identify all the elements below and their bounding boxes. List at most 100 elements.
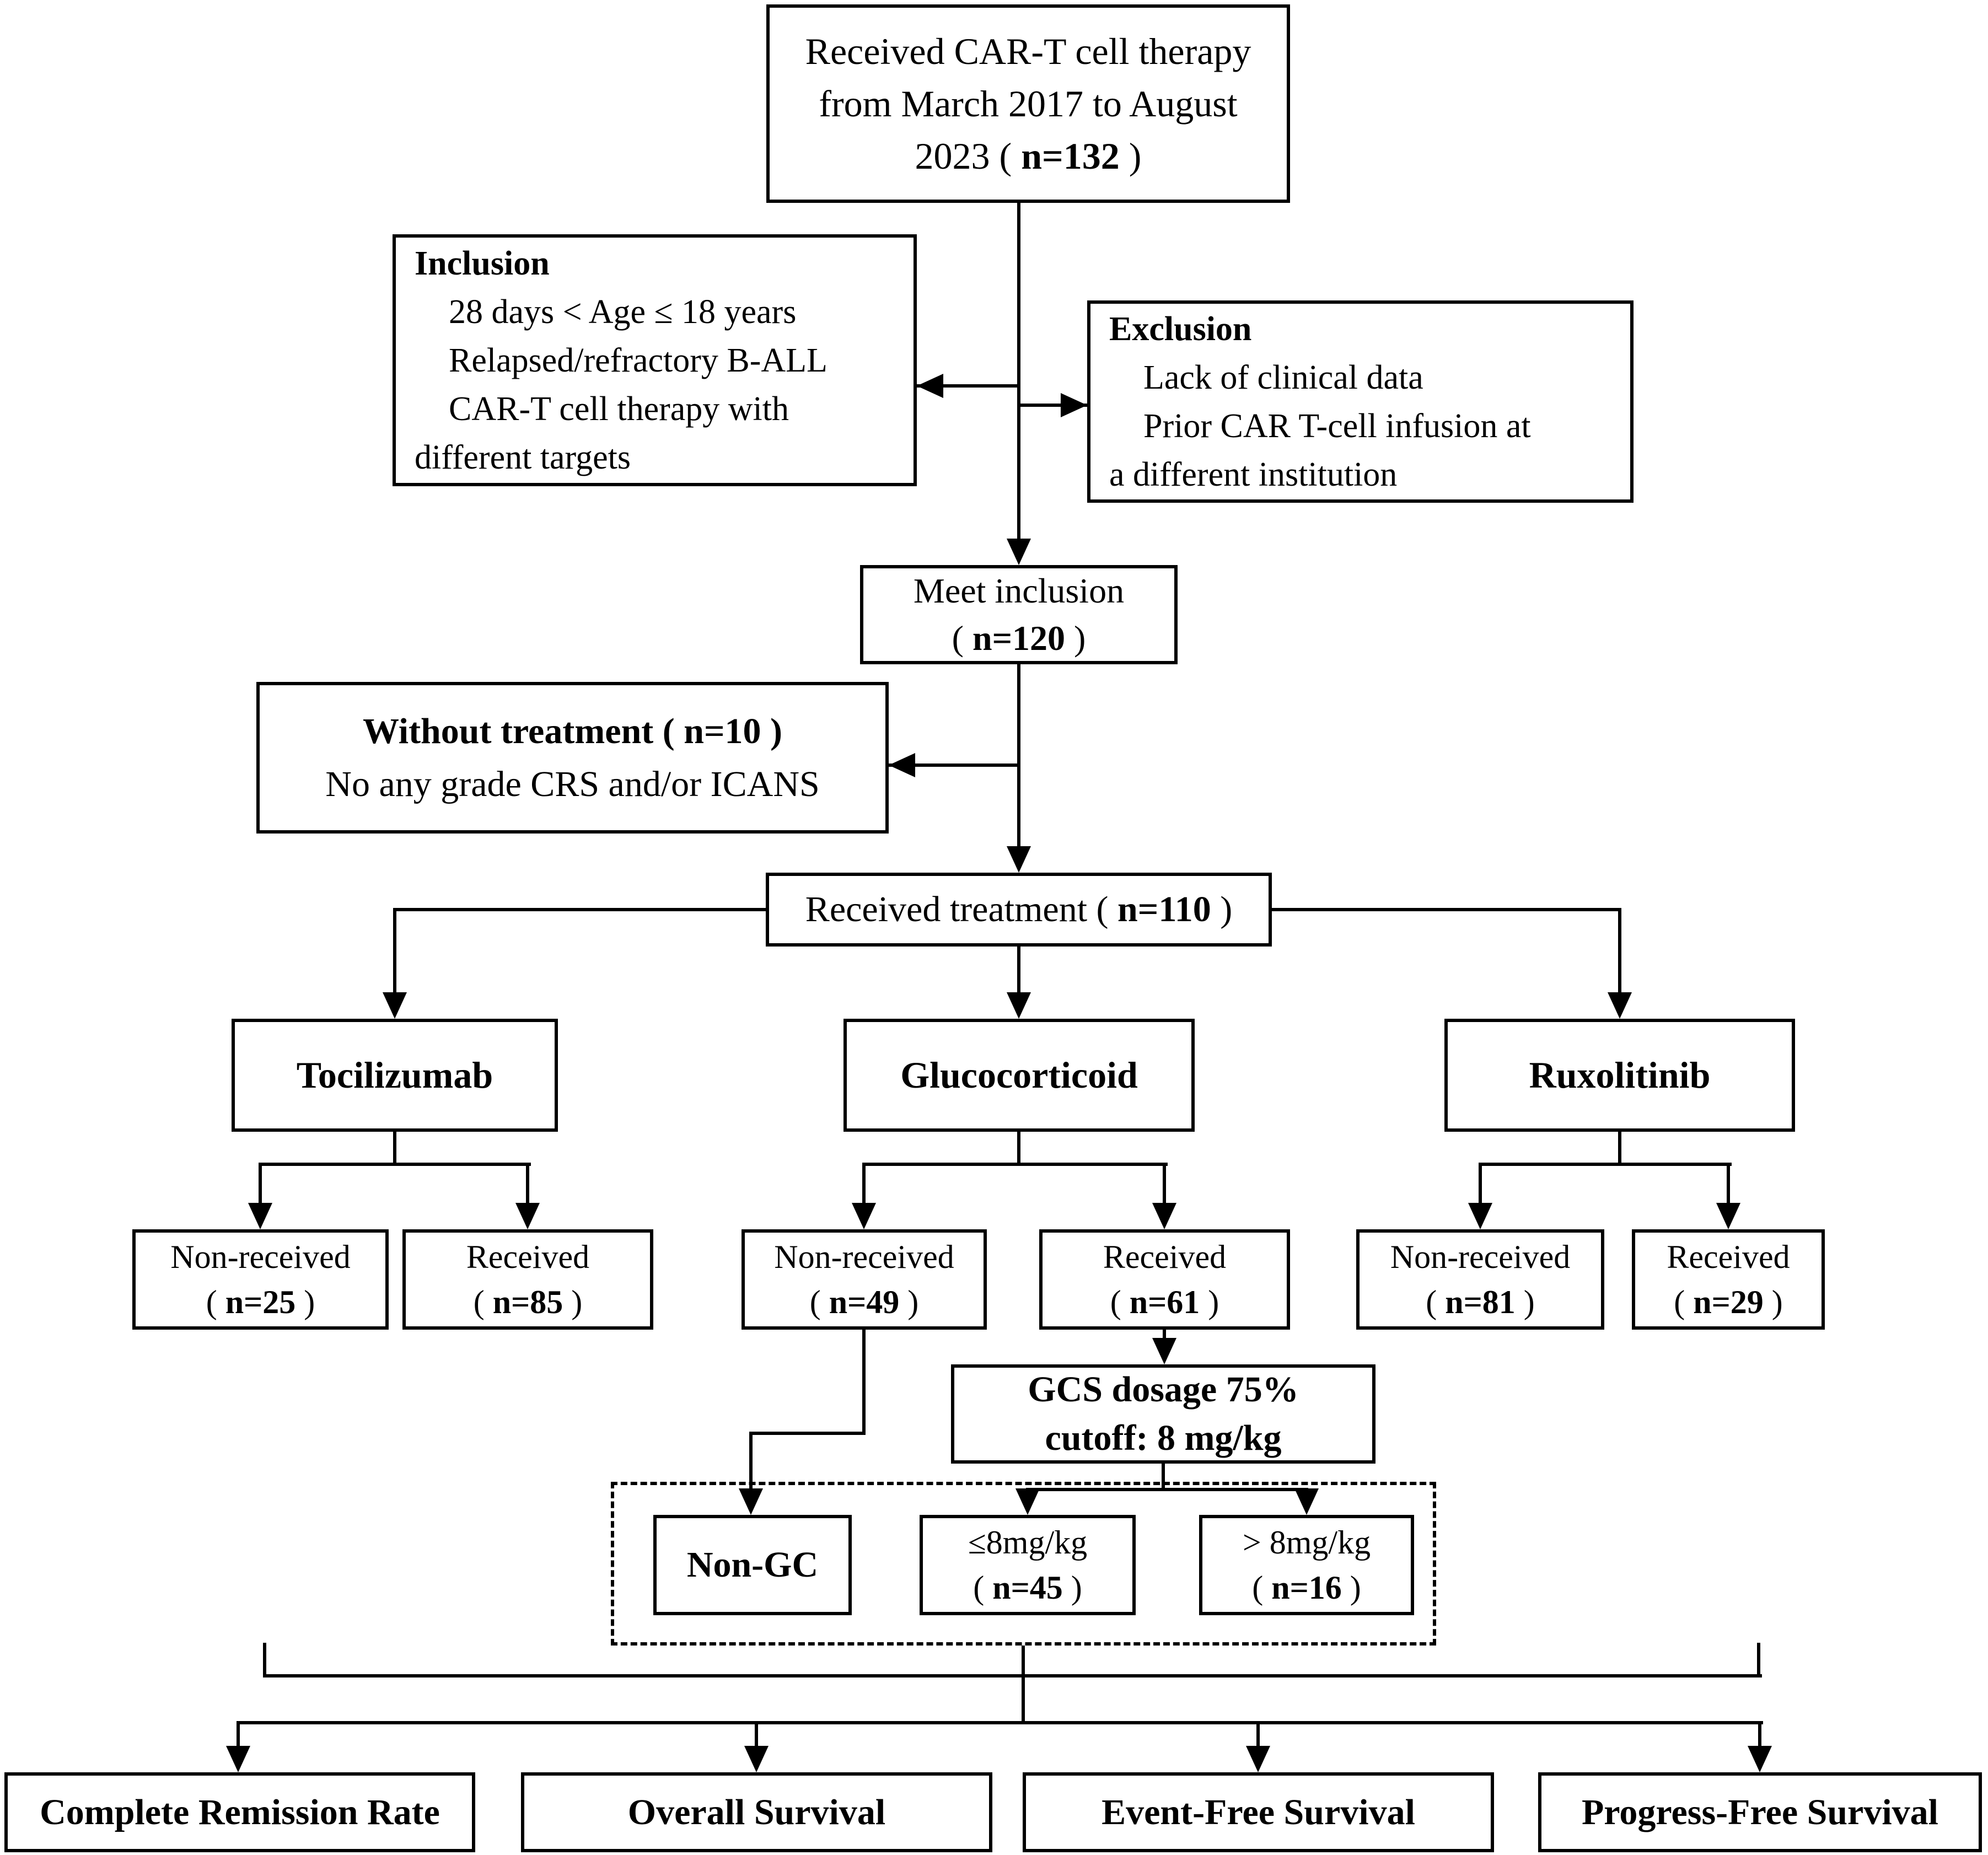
box-meet-inclusion: Meet inclusion ( n=120 )	[860, 565, 1178, 664]
box-gt-8mg-kg: > 8mg/kg ( n=16 )	[1199, 1515, 1414, 1615]
box-without-treatment: Without treatment ( n=10 ) No any grade …	[256, 682, 889, 834]
start-line3: 2023 ( n=132 )	[915, 135, 1142, 177]
arrowhead-down-os	[744, 1746, 769, 1772]
outcome-label: Complete Remission Rate	[40, 1792, 440, 1832]
arrowhead-down-gluco-nonreceived	[852, 1203, 876, 1229]
connector-nr49-to-nongc	[749, 1432, 753, 1492]
arrowhead-down-toci-received	[515, 1203, 540, 1229]
arrowhead-down-gluco-received	[1152, 1203, 1176, 1229]
arrowhead-down-ruxo-received	[1716, 1203, 1740, 1229]
connector-crr-down	[237, 1721, 240, 1749]
connector-nr49-down	[862, 1330, 866, 1435]
connector-arm-left-down	[393, 908, 396, 995]
label: Non-received	[170, 1239, 351, 1275]
ruxolitinib-label: Ruxolitinib	[1529, 1054, 1711, 1096]
box-tocilizumab: Tocilizumab	[232, 1019, 558, 1132]
arrowhead-down-tocilizumab	[383, 992, 407, 1019]
label: > 8mg/kg	[1242, 1524, 1371, 1561]
gcs-line2: cutoff: 8 mg/kg	[1045, 1418, 1282, 1458]
box-ruxolitinib: Ruxolitinib	[1444, 1019, 1795, 1132]
without-line2: No any grade CRS and/or ICANS	[325, 763, 820, 804]
connector-gcs-split	[1026, 1488, 1308, 1491]
dashed-group-container	[611, 1482, 1436, 1646]
connector-gluco-stub	[1017, 1132, 1020, 1166]
connector-collector-tick-left	[263, 1643, 266, 1677]
connector-to-inclusion	[917, 384, 1019, 388]
count: ( n=29 )	[1674, 1284, 1783, 1320]
box-gcs-dosage-cutoff: GCS dosage 75% cutoff: 8 mg/kg	[951, 1364, 1376, 1464]
label: Received	[1103, 1239, 1227, 1275]
box-glucocorticoid: Glucocorticoid	[843, 1019, 1195, 1132]
box-received-car-t: Received CAR-T cell therapy from March 2…	[766, 4, 1290, 203]
box-non-gc: Non-GC	[653, 1515, 852, 1615]
connector-ruxo-received-down	[1727, 1163, 1730, 1205]
count: ( n=49 )	[809, 1284, 919, 1320]
arrowhead-down-ruxo-nonreceived	[1468, 1203, 1492, 1229]
arrowhead-down-crr	[226, 1746, 250, 1772]
box-tocilizumab-non-received: Non-received ( n=25 )	[132, 1229, 389, 1330]
arrowhead-down-meet	[1007, 539, 1031, 565]
meet-line1: Meet inclusion	[913, 571, 1125, 610]
count: ( n=25 )	[206, 1284, 315, 1320]
arrowhead-down-received-treatment	[1007, 846, 1031, 873]
count: ( n=45 )	[973, 1569, 1082, 1606]
connector-distributor-rail	[237, 1721, 1763, 1724]
connector-to-without-treatment	[889, 763, 1019, 767]
label: Received	[1667, 1239, 1790, 1275]
label: Non-received	[1390, 1239, 1571, 1275]
arrowhead-down-pfs	[1748, 1746, 1772, 1772]
meet-count: ( n=120 )	[952, 619, 1086, 658]
received-treatment-label: Received treatment ( n=110 )	[805, 889, 1233, 929]
outcome-label: Progress-Free Survival	[1581, 1792, 1939, 1832]
start-line2: from March 2017 to August	[819, 82, 1238, 125]
count: ( n=16 )	[1252, 1569, 1361, 1606]
box-outcome-progress-free-survival: Progress-Free Survival	[1538, 1772, 1982, 1852]
box-outcome-event-free-survival: Event-Free Survival	[1023, 1772, 1494, 1852]
box-glucocorticoid-received: Received ( n=61 )	[1039, 1229, 1290, 1330]
non-gc-label: Non-GC	[686, 1545, 819, 1585]
start-line1: Received CAR-T cell therapy	[805, 30, 1251, 72]
connector-r61-to-gcs	[1163, 1330, 1166, 1343]
connector-gluco-nonreceived-down	[862, 1163, 866, 1205]
box-glucocorticoid-non-received: Non-received ( n=49 )	[742, 1229, 987, 1330]
arrowhead-right-exclusion	[1061, 393, 1087, 417]
arrowhead-left-inclusion	[917, 374, 943, 398]
connector-os-down	[755, 1721, 758, 1749]
glucocorticoid-label: Glucocorticoid	[900, 1054, 1138, 1096]
connector-pfs-down	[1758, 1721, 1761, 1749]
inclusion-item: different targets	[415, 438, 631, 476]
connector-arm-middle-down	[1017, 947, 1020, 995]
connector-ruxo-split	[1479, 1163, 1732, 1166]
connector-ruxo-stub	[1618, 1132, 1621, 1166]
arrowhead-down-ruxolitinib	[1608, 992, 1632, 1019]
arrowhead-down-nongc	[739, 1488, 763, 1515]
inclusion-title: Inclusion	[415, 244, 550, 282]
arrowhead-down-le8	[1016, 1488, 1040, 1515]
arrowhead-left-without-treatment	[889, 753, 915, 777]
box-ruxolitinib-non-received: Non-received ( n=81 )	[1356, 1229, 1604, 1330]
gcs-line1: GCS dosage 75%	[1028, 1369, 1299, 1410]
count: ( n=85 )	[473, 1284, 583, 1320]
connector-toci-split	[259, 1163, 531, 1166]
outcome-label: Overall Survival	[627, 1792, 886, 1832]
connector-arm-right-down	[1618, 908, 1621, 995]
box-outcome-overall-survival: Overall Survival	[521, 1772, 992, 1852]
box-exclusion-criteria: Exclusion Lack of clinical data Prior CA…	[1087, 300, 1634, 503]
connector-ruxo-nonreceived-down	[1479, 1163, 1482, 1205]
exclusion-item: a different institution	[1109, 455, 1398, 493]
connector-arm-right	[1270, 908, 1621, 911]
outcome-label: Event-Free Survival	[1102, 1792, 1415, 1832]
connector-collector-tick-right	[1757, 1643, 1760, 1677]
inclusion-item: 28 days < Age ≤ 18 years	[449, 293, 797, 331]
connector-gcs-stub	[1162, 1464, 1165, 1491]
box-le-8mg-kg: ≤8mg/kg ( n=45 )	[920, 1515, 1136, 1615]
count: ( n=81 )	[1426, 1284, 1535, 1320]
connector-meet-to-received-treatment	[1017, 664, 1020, 849]
without-line1: Without treatment ( n=10 )	[362, 711, 783, 751]
connector-dashed-to-rail	[1022, 1646, 1025, 1724]
inclusion-item: Relapsed/refractory B-ALL	[449, 341, 828, 379]
arrowhead-down-efs	[1246, 1746, 1270, 1772]
label: ≤8mg/kg	[968, 1524, 1088, 1561]
arrowhead-down-gcs	[1152, 1338, 1176, 1364]
